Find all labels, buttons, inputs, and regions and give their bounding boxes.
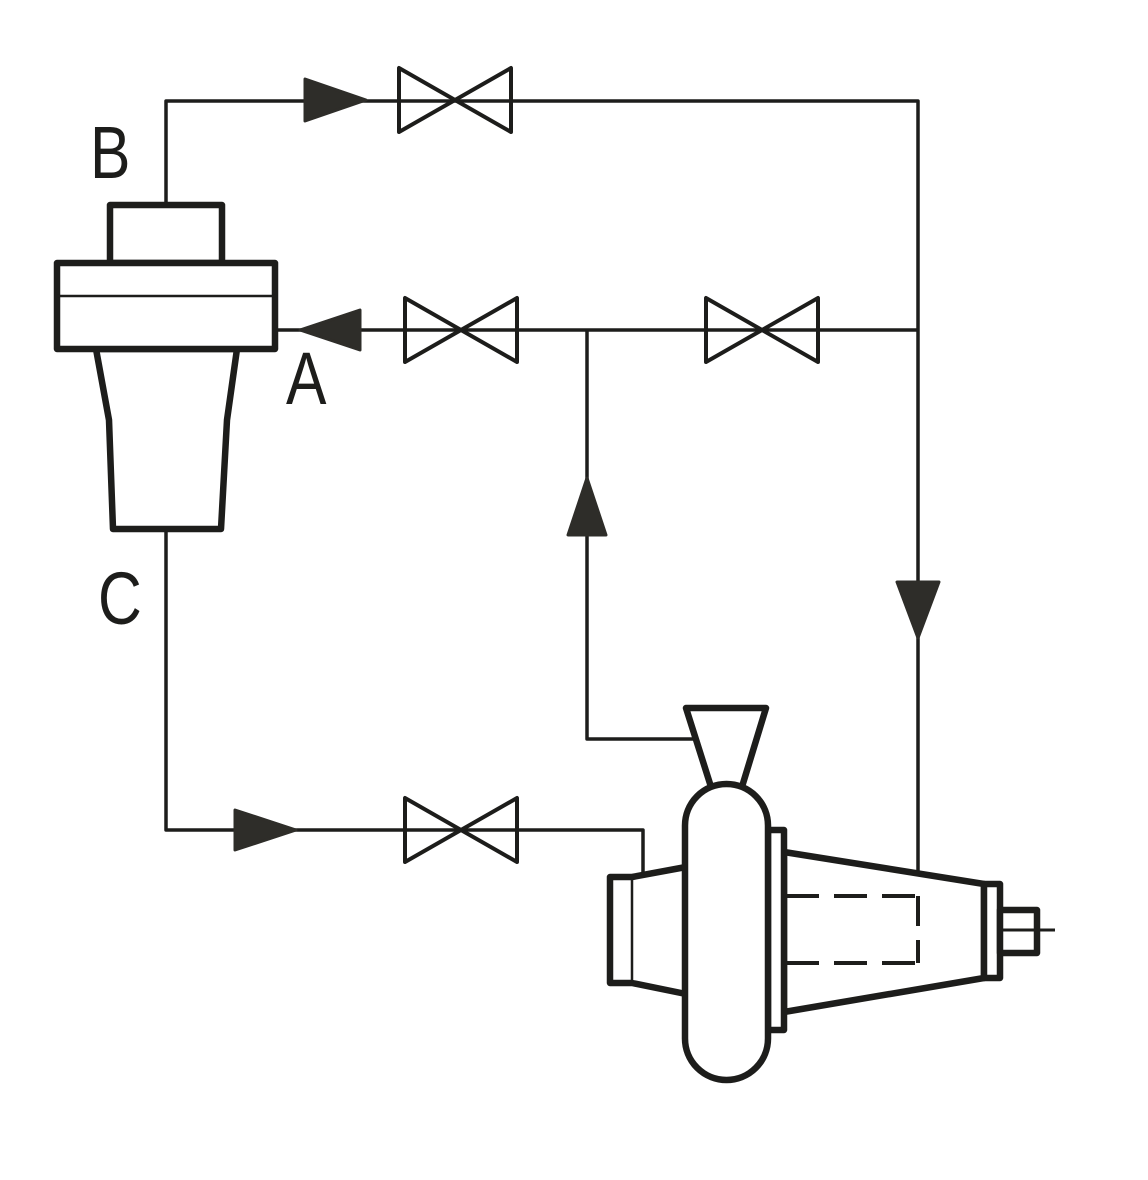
valves xyxy=(397,66,820,864)
valve-top-line-icon xyxy=(397,66,513,134)
label-port-c: C xyxy=(98,558,142,640)
pump-unit xyxy=(606,704,1055,1084)
pipe-branch-to-pump-funnel xyxy=(585,330,702,741)
valve-bottom-line-icon xyxy=(403,796,519,864)
labels: B A C xyxy=(90,112,326,640)
flow-arrow-left-port-a-icon xyxy=(298,308,362,352)
flow-arrow-right-bottom-line-icon xyxy=(233,808,298,852)
suction-inlet-flange xyxy=(606,863,690,998)
separator-vessel xyxy=(53,201,279,533)
pipes xyxy=(164,99,920,880)
label-port-b: B xyxy=(90,112,130,194)
label-port-a: A xyxy=(286,338,326,420)
vessel-body xyxy=(53,259,279,353)
vessel-top-cap xyxy=(106,201,226,267)
valve-port-a-left-icon xyxy=(403,296,519,364)
pipe-port-b-to-right-riser xyxy=(164,99,920,874)
flow-arrows xyxy=(233,77,941,852)
valve-port-a-right-icon xyxy=(704,296,820,364)
flow-arrow-up-branch-icon xyxy=(566,476,608,537)
vessel-cone-section xyxy=(92,345,241,533)
flow-arrow-right-top-line-icon xyxy=(303,77,368,123)
shaft-hidden-outline-horizontal xyxy=(786,894,918,965)
flow-arrow-down-riser-icon xyxy=(895,580,941,640)
pump-casing-capsule xyxy=(681,780,772,1084)
